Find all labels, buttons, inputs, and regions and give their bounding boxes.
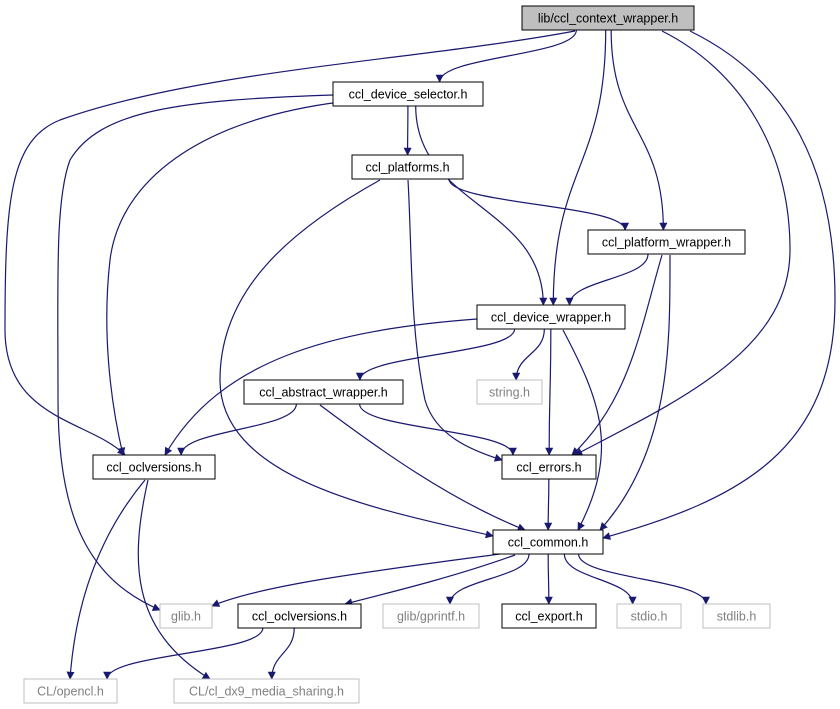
node-box <box>501 603 597 629</box>
node-box <box>173 678 360 704</box>
node-err[interactable]: ccl_errors.h <box>501 454 597 480</box>
node-box <box>237 603 362 629</box>
edge-dsel-to-oclv1 <box>106 101 341 456</box>
edge-dsel-to-dwrap <box>415 105 548 306</box>
node-box <box>616 603 682 629</box>
node-label: lib/ccl_context_wrapper.h <box>538 12 678 26</box>
node-dwrap[interactable]: ccl_device_wrapper.h <box>476 304 626 330</box>
edge-oclv1-to-dx9 <box>137 479 211 680</box>
node-label: ccl_device_selector.h <box>349 88 468 102</box>
node-box <box>23 678 118 704</box>
node-label: stdio.h <box>631 610 668 624</box>
node-box <box>382 603 480 629</box>
node-box <box>492 529 604 555</box>
node-label: string.h <box>489 386 530 400</box>
edge-ctx-to-pwrap <box>610 29 668 231</box>
edge-dwrap-to-oclv1 <box>164 318 478 456</box>
node-plats[interactable]: ccl_platforms.h <box>351 154 464 180</box>
edge-dwrap-to-awrap <box>355 328 516 381</box>
node-box <box>476 379 543 405</box>
node-exp[interactable]: ccl_export.h <box>501 603 597 629</box>
node-label: ccl_device_wrapper.h <box>491 311 611 325</box>
node-box <box>243 379 404 405</box>
node-label: ccl_export.h <box>515 610 582 624</box>
node-box <box>501 454 597 480</box>
node-label: glib/gprintf.h <box>397 610 465 624</box>
edge-ctx-to-oclv1 <box>4 30 576 456</box>
node-label: CL/opencl.h <box>37 685 104 699</box>
edge-com-to-glib <box>211 553 501 607</box>
node-dsel[interactable]: ccl_device_selector.h <box>332 81 484 107</box>
node-ctx[interactable]: lib/ccl_context_wrapper.h <box>521 5 695 31</box>
node-stdio: stdio.h <box>616 603 682 629</box>
edge-ctx-to-com <box>602 30 836 540</box>
node-box <box>521 5 695 31</box>
node-oclv1[interactable]: ccl_oclversions.h <box>92 454 216 480</box>
edge-com-to-stdio <box>563 553 637 605</box>
edge-pwrap-to-dwrap <box>565 253 649 306</box>
node-box <box>159 603 213 629</box>
edge-pwrap-to-com <box>599 254 671 531</box>
edge-oclv1-to-opencl <box>66 479 146 680</box>
edge-pwrap-to-err <box>571 254 663 456</box>
node-box <box>702 603 771 629</box>
node-str: string.h <box>476 379 543 405</box>
edge-plats-to-err <box>407 179 503 462</box>
node-oclv2[interactable]: ccl_oclversions.h <box>237 603 362 629</box>
edge-ctx-to-dsel <box>435 29 578 83</box>
node-pwrap[interactable]: ccl_platform_wrapper.h <box>587 229 746 255</box>
edge-err-to-com <box>544 478 553 531</box>
edge-dwrap-to-com <box>562 329 603 531</box>
edge-awrap-to-com <box>319 404 526 532</box>
node-label: ccl_platform_wrapper.h <box>602 236 731 250</box>
node-stdlib: stdlib.h <box>702 603 771 629</box>
node-label: ccl_platforms.h <box>365 161 449 175</box>
node-com[interactable]: ccl_common.h <box>492 529 604 555</box>
node-label: ccl_abstract_wrapper.h <box>259 386 388 400</box>
node-box <box>92 454 216 480</box>
edge-dwrap-to-str <box>512 328 545 381</box>
edge-awrap-to-oclv1 <box>177 403 297 456</box>
edge-oclv2-to-opencl <box>103 627 264 680</box>
node-opencl: CL/opencl.h <box>23 678 118 704</box>
node-box <box>587 229 746 255</box>
edge-dsel-to-glib <box>57 94 334 611</box>
node-box <box>332 81 484 107</box>
node-label: ccl_oclversions.h <box>106 461 201 475</box>
edge-awrap-to-err <box>358 403 517 456</box>
node-label: ccl_oclversions.h <box>252 610 347 624</box>
edge-plats-to-com <box>219 179 494 539</box>
node-label: stdlib.h <box>717 610 757 624</box>
node-box <box>476 304 626 330</box>
node-box <box>351 154 464 180</box>
nodes: lib/ccl_context_wrapper.h ccl_device_sele… <box>23 5 771 704</box>
node-awrap[interactable]: ccl_abstract_wrapper.h <box>243 379 404 405</box>
node-dx9: CL/cl_dx9_media_sharing.h <box>173 678 360 704</box>
edge-com-to-oclv2 <box>344 554 516 607</box>
edges <box>4 29 836 680</box>
edge-plats-to-pwrap <box>448 178 630 231</box>
edge-com-to-gpr <box>445 553 530 605</box>
edge-ctx-to-dwrap <box>549 29 607 306</box>
edge-ctx-to-err <box>574 30 791 456</box>
edge-com-to-stdlib <box>577 553 710 605</box>
node-label: ccl_common.h <box>508 536 589 550</box>
node-glib: glib.h <box>159 603 213 629</box>
node-label: glib.h <box>171 610 201 624</box>
edge-dwrap-to-err <box>545 328 554 456</box>
node-label: ccl_errors.h <box>516 461 581 475</box>
edge-oclv2-to-dx9 <box>267 627 295 680</box>
node-label: CL/cl_dx9_media_sharing.h <box>189 685 344 699</box>
node-gpr: glib/gprintf.h <box>382 603 480 629</box>
edge-com-to-exp <box>544 553 553 605</box>
